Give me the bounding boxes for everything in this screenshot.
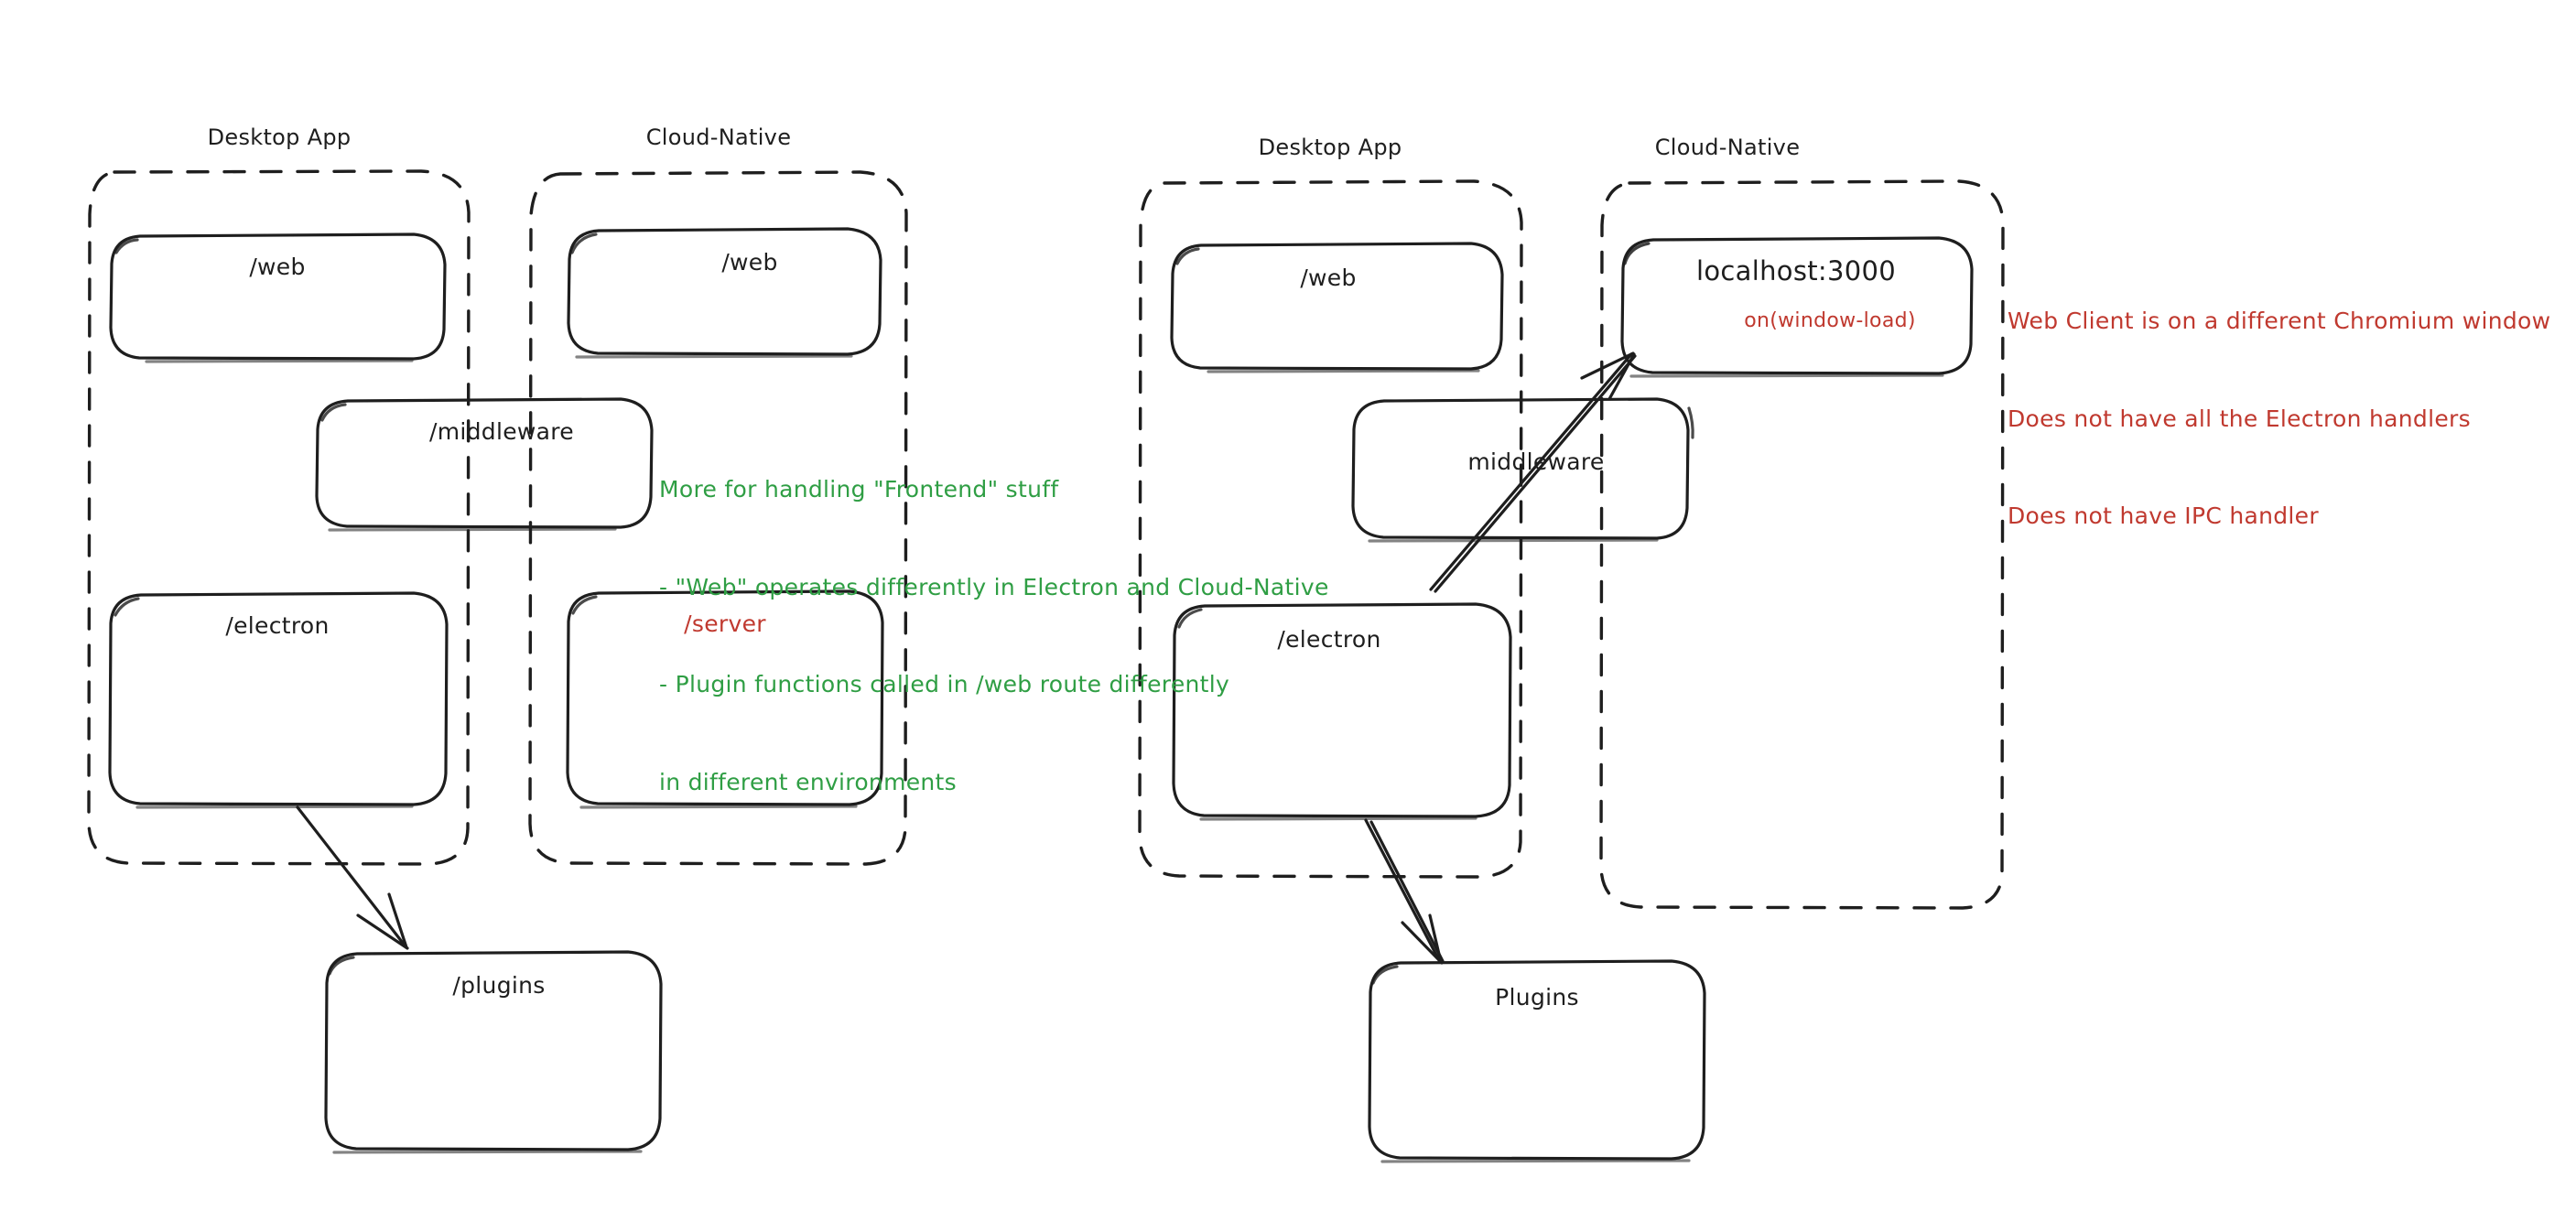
node-outline-left-web-cloud (567, 227, 882, 359)
node-outline-right-plugins (1368, 959, 1706, 1163)
node-outline-left-plugins (324, 950, 663, 1154)
connector-left-electron-to-plugins (296, 805, 409, 950)
node-sublabel-right-localhost-on-window-load: on(window-load) (1744, 309, 1916, 332)
panel-title-left-cloud-native: Cloud-Native (645, 124, 792, 150)
annotation-green-line-2: - "Web" operates differently in Electron… (659, 573, 1329, 600)
annotation-green-note: More for handling "Frontend" stuff - "We… (659, 408, 1329, 863)
node-label-left-server: /server (684, 611, 766, 637)
node-label-right-plugins: Plugins (1495, 984, 1579, 1010)
node-label-left-electron: /electron (225, 612, 330, 639)
panel-outline-right-cloud-native (1599, 179, 2005, 910)
annotation-green-line-1: More for handling "Frontend" stuff (659, 476, 1059, 503)
node-label-right-electron: /electron (1277, 626, 1381, 653)
node-outline-left-electron (108, 591, 449, 809)
panel-title-left-desktop-app: Desktop App (207, 124, 352, 150)
node-label-left-web-cloud: /web (721, 249, 778, 276)
panel-title-right-desktop-app: Desktop App (1258, 135, 1402, 160)
node-outline-right-localhost (1620, 236, 1974, 378)
node-outline-right-electron (1172, 602, 1512, 821)
annotation-red-line-3: Does not have IPC handler (2008, 503, 2319, 529)
panel-outline-left-desktop-app (87, 169, 471, 866)
node-label-right-localhost: localhost:3000 (1696, 255, 1896, 286)
panel-outline-left-cloud-native (528, 170, 908, 866)
panel-title-right-cloud-native: Cloud-Native (1654, 135, 1801, 160)
node-outline-right-web (1170, 242, 1504, 373)
node-label-right-web: /web (1300, 265, 1357, 291)
node-label-left-web: /web (249, 254, 306, 280)
node-outline-left-server (566, 589, 884, 809)
connector-right-electron-to-localhost (1429, 351, 1637, 593)
node-outline-right-middleware (1351, 397, 1694, 543)
annotation-red-line-1: Web Client is on a different Chromium wi… (2008, 308, 2551, 334)
annotation-green-line-4: in different environments (659, 768, 957, 795)
node-outline-left-middleware (315, 397, 654, 532)
node-label-left-plugins: /plugins (452, 972, 546, 999)
annotation-green-line-3: - Plugin functions called in /web route … (659, 671, 1230, 697)
node-label-left-middleware: /middleware (429, 418, 574, 445)
annotation-red-line-2: Does not have all the Electron handlers (2008, 405, 2471, 432)
node-label-right-middleware: middleware (1467, 448, 1605, 475)
annotation-red-note: Web Client is on a different Chromium wi… (2008, 240, 2550, 598)
connector-right-electron-to-plugins (1364, 818, 1445, 965)
node-outline-left-web (109, 232, 447, 363)
